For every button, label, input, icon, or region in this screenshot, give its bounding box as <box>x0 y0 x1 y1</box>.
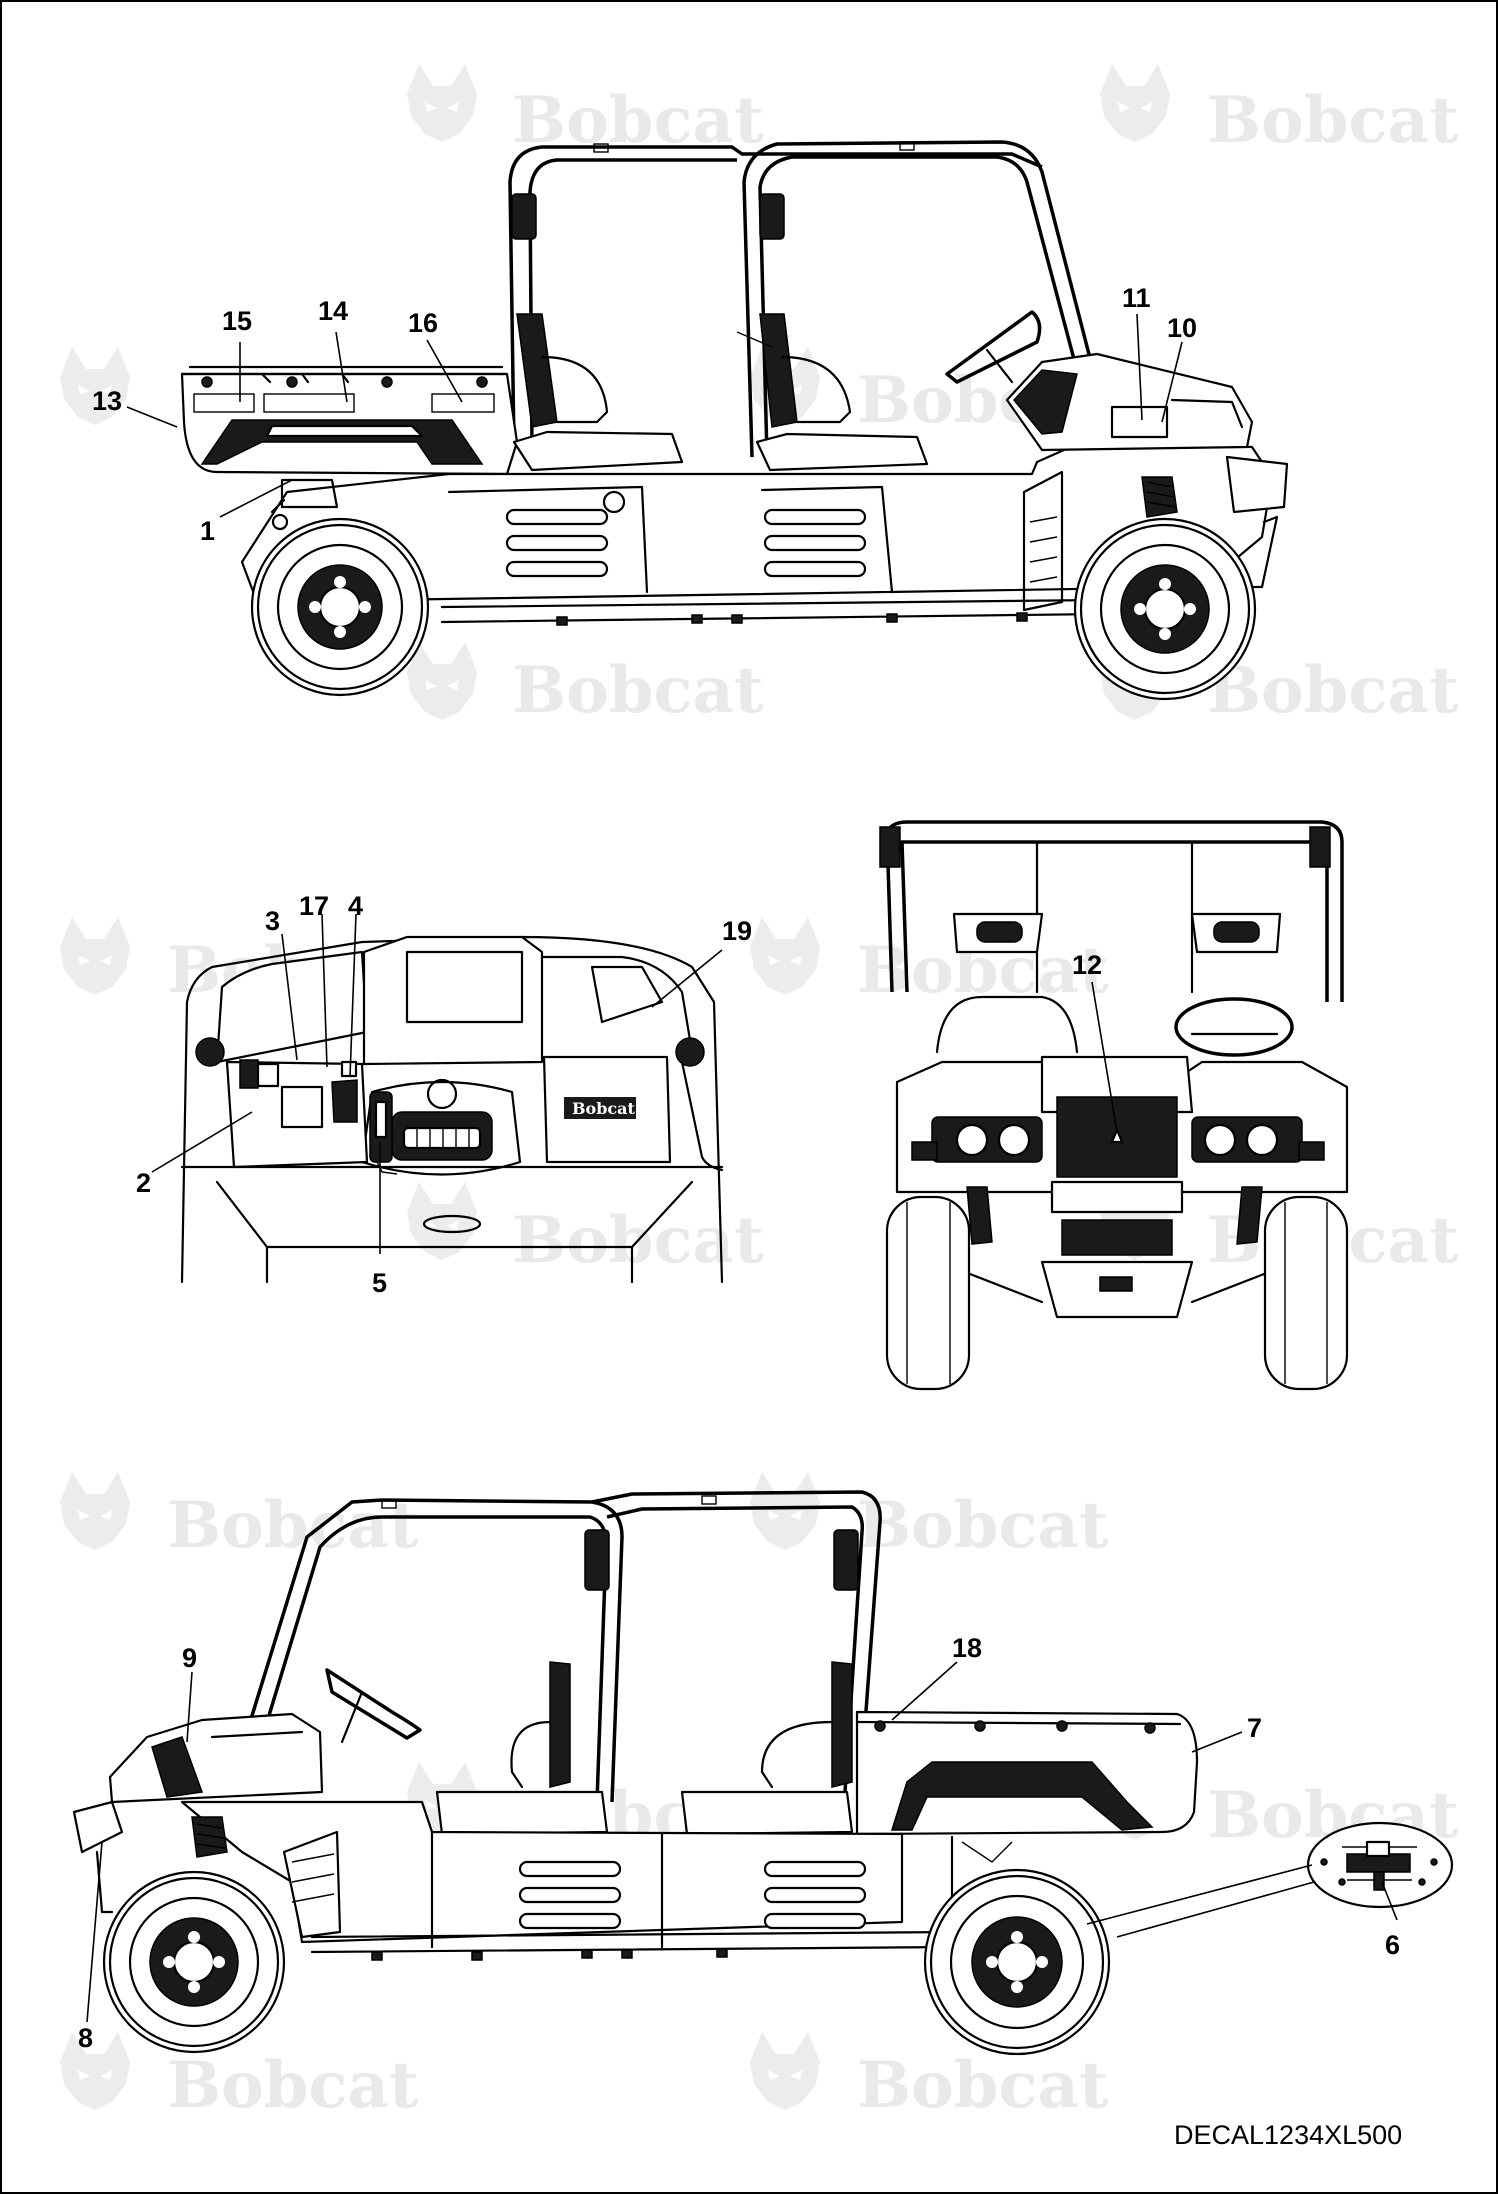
watermark-logo-icon <box>60 2032 130 2110</box>
watermark-text: Bobcat <box>512 653 764 728</box>
inset-pointer-lines <box>1086 1864 1315 1938</box>
front-wheel-left <box>102 1870 286 2054</box>
callout-16: 16 <box>408 308 438 338</box>
callout-17: 17 <box>299 891 329 921</box>
leader-12 <box>1091 981 1118 1133</box>
leader-13 <box>126 406 178 428</box>
watermark-logo-icon <box>1100 64 1170 142</box>
watermark-row-3: Bobcat Bobcat <box>407 642 1459 728</box>
dashboard-view: Bobcat. 3 17 4 2 5 19 <box>136 891 752 1298</box>
leader-16 <box>426 339 463 403</box>
watermark-logo-icon <box>750 1472 820 1550</box>
watermark-logo-icon <box>60 1472 130 1550</box>
watermark-logo-icon <box>750 2032 820 2110</box>
watermark-row-6: Bobcat Bobcat <box>60 1472 1109 1563</box>
callout-19: 19 <box>722 916 752 946</box>
callout-5: 5 <box>372 1268 387 1298</box>
leader-1 <box>219 479 293 518</box>
decal-15-panel <box>193 393 255 413</box>
headlights-right <box>1191 1116 1303 1163</box>
decal-14-panel <box>263 393 355 413</box>
watermark-logo-icon <box>407 642 477 720</box>
watermark-logo-icon <box>750 917 820 995</box>
right-side-view: 13 15 14 16 1 11 10 <box>92 140 1289 701</box>
leader-9 <box>186 1671 193 1743</box>
side-panel-slots <box>505 508 867 578</box>
bobcat-badge-text: Bobcat. <box>572 1099 640 1118</box>
callout-8: 8 <box>78 2023 93 2053</box>
watermark-text: Bobcat <box>1207 83 1459 158</box>
headlights-left <box>931 1116 1043 1163</box>
callout-13: 13 <box>92 386 122 416</box>
watermark-logo-icon <box>407 1182 477 1260</box>
watermark-logo-icon <box>60 917 130 995</box>
leader-3 <box>281 933 298 1061</box>
watermark-text: Bobcat <box>857 1488 1109 1563</box>
leader-17 <box>321 913 328 1068</box>
leader-14 <box>335 331 348 403</box>
callout-15: 15 <box>222 306 252 336</box>
watermark-text: Bobcat <box>167 2048 419 2123</box>
callout-7: 7 <box>1247 1713 1262 1743</box>
document-code: DECAL1234XL500 <box>1174 2120 1402 2150</box>
callout-10: 10 <box>1167 313 1197 343</box>
callout-3: 3 <box>265 906 280 936</box>
watermark-row-4: Bobcat Bobcat <box>60 917 1109 1008</box>
watermark-text: Bobcat <box>1207 653 1459 728</box>
frame-detail-inset <box>1306 1821 1454 1909</box>
leader-18 <box>891 1661 958 1721</box>
leader-10 <box>1161 341 1183 423</box>
front-wheel-right <box>1073 517 1257 701</box>
watermark-row-8: Bobcat Bobcat <box>60 2032 1109 2123</box>
callout-9: 9 <box>182 1643 197 1673</box>
decal-11-panel <box>1110 405 1169 439</box>
roll-cage-boot-icon <box>833 1529 859 1591</box>
roll-cage-boot-icon <box>511 193 537 240</box>
leader-4 <box>349 913 357 1078</box>
roll-cage-boot-icon <box>584 1529 610 1591</box>
callout-2: 2 <box>136 1168 151 1198</box>
leader-11 <box>1136 313 1143 421</box>
leader-8 <box>86 1841 103 2023</box>
leader-19 <box>651 949 723 1008</box>
leader-2 <box>151 1111 253 1173</box>
watermark-logo-icon <box>407 64 477 142</box>
leader-6 <box>1381 1881 1398 1921</box>
rear-wheel-right <box>250 517 430 697</box>
left-side-view: 9 18 7 8 6 <box>72 1490 1454 2056</box>
front-view: 12 <box>879 820 1349 1391</box>
callout-1: 1 <box>200 516 215 546</box>
callout-11: 11 <box>1122 283 1151 313</box>
decal-16-panel <box>431 393 495 413</box>
bobcat-badge <box>564 1097 636 1119</box>
rear-wheel-left <box>923 1868 1111 2056</box>
frame-bolts-left <box>371 1948 728 1961</box>
frame-bolts <box>556 612 1028 626</box>
fuel-cap-icon <box>602 490 626 514</box>
front-wheel-left-front-view <box>885 1195 971 1391</box>
watermark-text: Bobcat <box>857 2048 1109 2123</box>
side-panel-slots-left <box>518 1860 867 1930</box>
callout-4: 4 <box>348 891 363 921</box>
callout-12: 12 <box>1072 950 1102 980</box>
callout-14: 14 <box>318 296 348 326</box>
callout-6: 6 <box>1385 1930 1400 1960</box>
roll-cage-boot-icon <box>759 193 785 240</box>
front-wheel-right-front-view <box>1263 1195 1349 1391</box>
leader-7 <box>1191 1731 1243 1753</box>
callout-18: 18 <box>952 1633 982 1663</box>
